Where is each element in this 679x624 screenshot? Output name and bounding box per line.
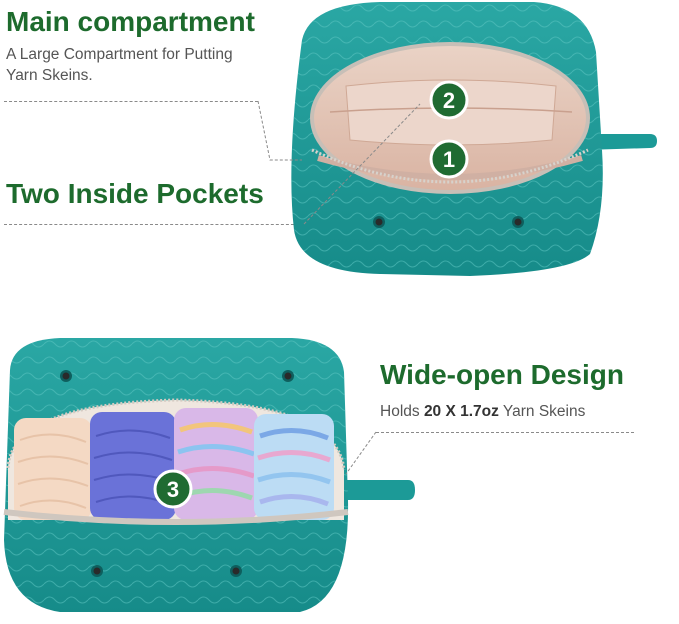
- yarn-skein-cream: [14, 418, 92, 520]
- connector-line-top: [257, 100, 302, 161]
- divider-line-right: [376, 432, 634, 433]
- wide-open-design-heading: Wide-open Design: [380, 359, 624, 390]
- connector-line-right: [345, 431, 377, 475]
- capacity-value: 20 X 1.7oz: [423, 403, 499, 420]
- badge-pocket-2-label: 2: [443, 88, 455, 113]
- yarn-skein-multicolor: [174, 408, 258, 520]
- bottom-bag-photo: [3, 338, 415, 612]
- badge-compartment-3: 3: [153, 469, 193, 509]
- badge-pocket-1-label: 1: [443, 147, 455, 172]
- divider-line-top: [4, 101, 258, 102]
- badge-pocket-1: 1: [429, 139, 469, 179]
- wide-open-description: Holds 20 X 1.7oz Yarn Skeins: [380, 403, 586, 420]
- divider-line-middle: [4, 224, 304, 225]
- badge-compartment-3-label: 3: [167, 477, 179, 502]
- connector-line-pocket-2: [303, 103, 421, 225]
- yarn-skein-blue-mix: [254, 414, 334, 520]
- top-bag-photo: [291, 2, 657, 276]
- description-line-2: Yarn Skeins.: [6, 67, 93, 84]
- badge-pocket-2: 2: [429, 80, 469, 120]
- main-compartment-heading: Main compartment: [6, 6, 255, 37]
- description-line-1: A Large Compartment for Putting: [6, 46, 233, 63]
- two-inside-pockets-heading: Two Inside Pockets: [6, 178, 264, 209]
- main-compartment-description: A Large Compartment for Putting Yarn Ske…: [6, 44, 233, 86]
